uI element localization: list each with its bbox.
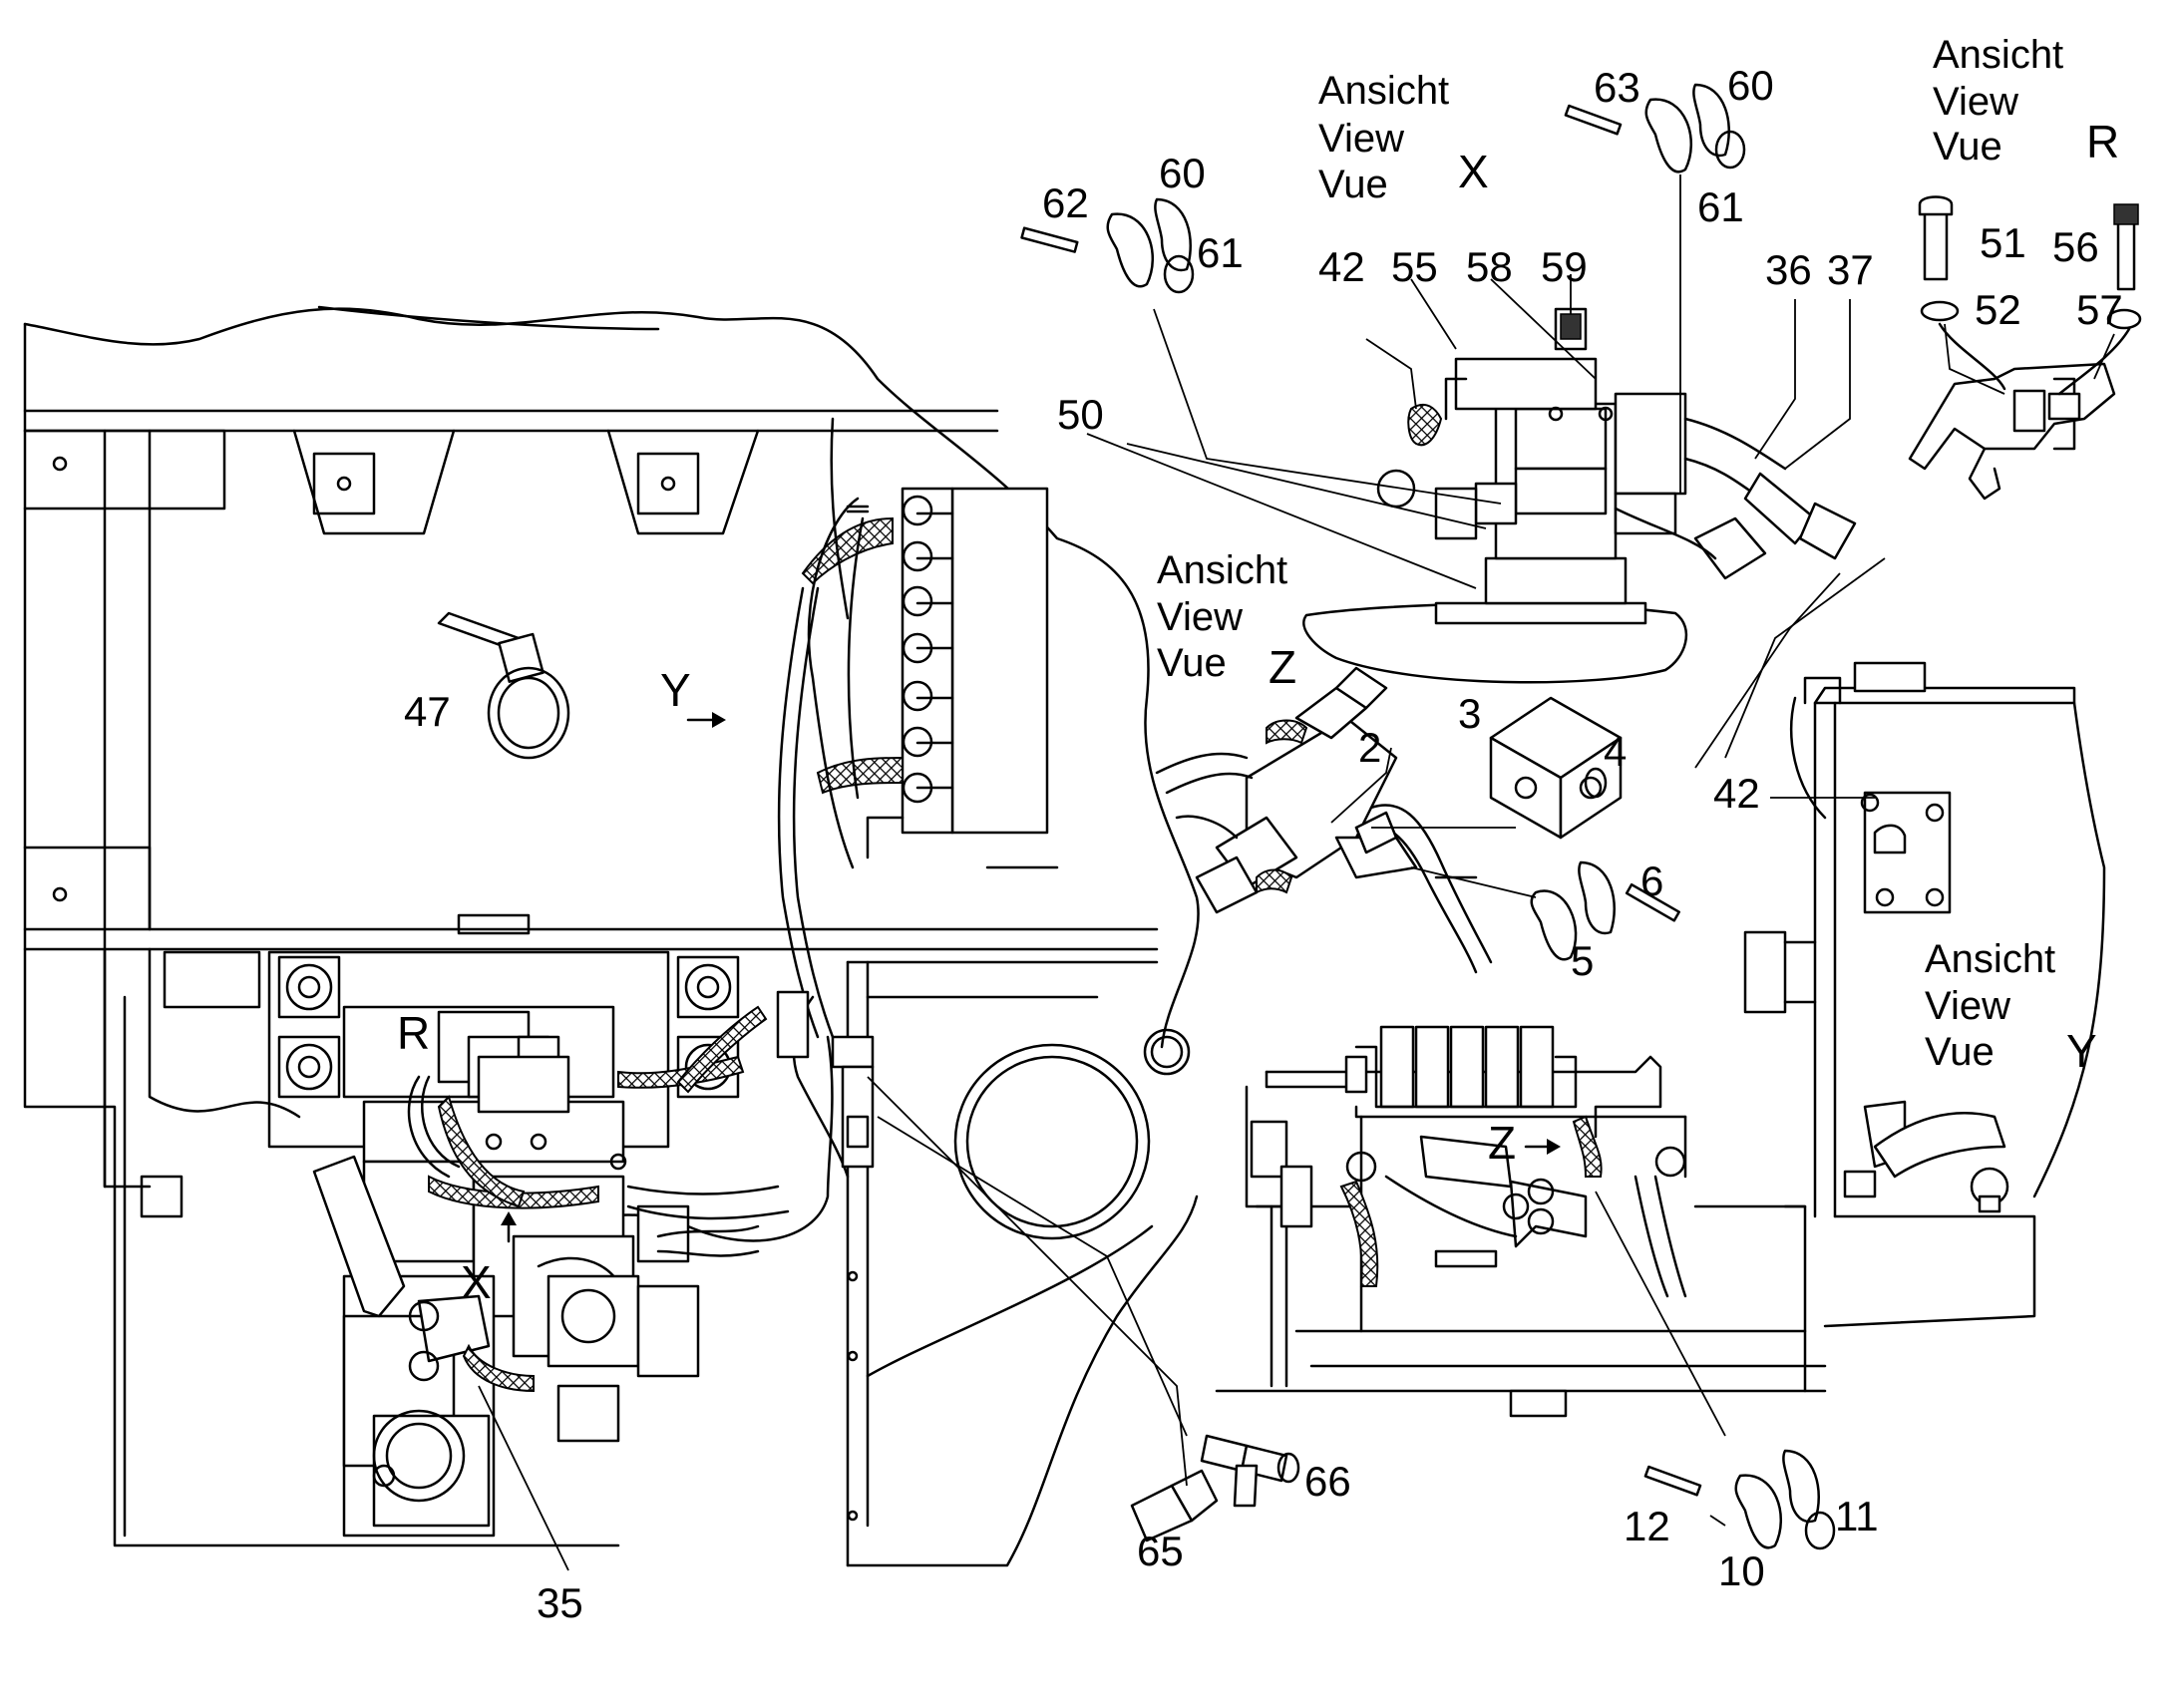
part-label-59: 59 [1541,243,1588,290]
part-label-55: 55 [1391,243,1438,290]
view-y-detail [1743,661,2106,1328]
part-label-42-top: 42 [1318,243,1365,290]
view-z-heading: Ansicht View Vue Z [1157,548,1296,693]
view-y-line2: View [1925,984,2010,1028]
view-x-heading: Ansicht View Vue X [1318,69,1489,206]
fitting-66 [1200,1434,1300,1508]
view-z-line1: Ansicht [1157,548,1287,592]
part-label-47: 47 [404,688,451,735]
leader-lines [478,174,2115,1571]
part-label-12: 12 [1624,1503,1670,1549]
part-label-56: 56 [2052,223,2099,270]
view-x-letter: X [1458,146,1489,197]
view-r-letter: R [2086,116,2119,168]
part-label-61-top: 61 [1697,183,1744,230]
view-r-heading: Ansicht View Vue R [1933,33,2119,169]
flange-60-61-62 [1020,197,1195,294]
valve-bank [801,417,1059,869]
part-label-2: 2 [1358,724,1381,771]
view-y-line1: Ansicht [1925,937,2055,981]
view-z-detail [1155,666,1493,974]
port-block-3 [1489,696,1623,840]
part-label-60-left: 60 [1159,150,1206,196]
view-y-letter: Y [2066,1025,2097,1077]
view-y-heading: Ansicht View Vue Y [1925,937,2097,1077]
part-label-6: 6 [1640,857,1663,904]
engine-cover [846,960,1199,1567]
r-mark-label: R [397,1007,430,1059]
part-label-5: 5 [1571,937,1594,984]
o-ring-4 [1584,767,1608,799]
z-arrow-label: Z [1488,1117,1516,1169]
machine-frame [23,305,1200,1547]
flange-10-11-12 [1643,1449,1836,1550]
part-label-35: 35 [537,1579,583,1626]
part-numbers: 2 3 4 5 6 10 11 12 35 36 37 42 42 47 50 … [404,62,2123,1626]
flange-60-61-63 [1564,83,1746,173]
part-label-61-left: 61 [1197,229,1244,276]
center-hoses [546,586,875,1242]
view-r-line1: Ansicht [1933,33,2063,77]
cable-tie-47 [437,611,570,760]
view-z-letter: Z [1269,641,1296,693]
view-x-valve [1302,307,1857,684]
part-label-42-right: 42 [1713,770,1760,817]
part-label-50: 50 [1057,391,1104,438]
part-label-58: 58 [1466,243,1513,290]
part-label-57: 57 [2076,286,2123,333]
part-label-66: 66 [1304,1458,1351,1505]
view-z-line3: Vue [1157,641,1227,685]
part-label-36: 36 [1765,246,1812,293]
part-label-3: 3 [1458,690,1481,737]
part-label-51: 51 [1980,219,2026,266]
fitting-65 [1130,1469,1219,1542]
engine-block [1215,1025,1827,1418]
pump-assembly [277,955,790,1537]
part-label-62: 62 [1042,179,1089,226]
part-label-60-top: 60 [1727,62,1774,109]
view-arrows [501,712,1561,1243]
part-label-63: 63 [1594,64,1640,111]
flange-5-6 [1530,860,1680,961]
part-label-37: 37 [1827,246,1874,293]
part-label-65: 65 [1137,1528,1184,1574]
view-z-line2: View [1157,595,1243,639]
view-x-line3: Vue [1318,163,1388,206]
view-r-line2: View [1933,80,2018,124]
x-arrow-label: X [461,1256,492,1308]
view-r-line3: Vue [1933,125,2002,169]
view-y-line3: Vue [1925,1030,1995,1074]
y-arrow-label: Y [660,664,691,716]
part-label-10: 10 [1718,1547,1765,1594]
part-label-4: 4 [1604,728,1627,775]
part-label-11: 11 [1835,1493,1879,1539]
part-label-52: 52 [1975,286,2021,333]
view-x-line1: Ansicht [1318,69,1449,113]
view-r-detail [1908,195,2142,501]
view-x-line2: View [1318,117,1404,161]
